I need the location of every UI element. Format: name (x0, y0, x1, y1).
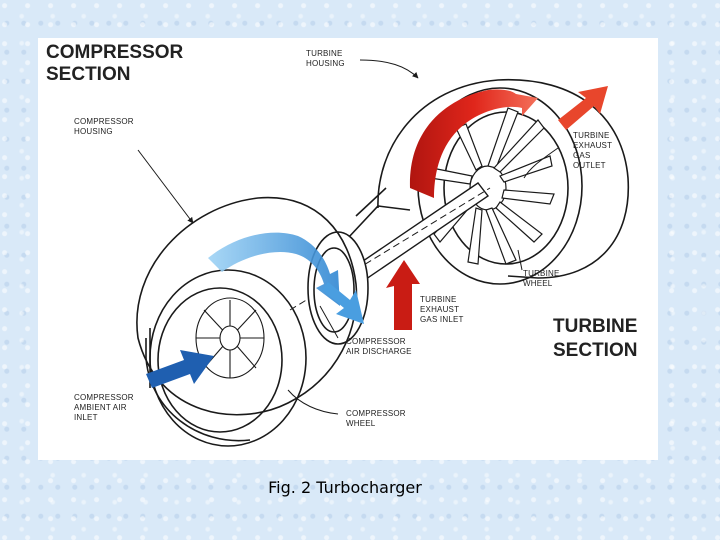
exhaust-flow-arrow (409, 89, 538, 198)
figure-caption: Fig. 2 Turbocharger (268, 478, 422, 497)
compressed-air-arrow (208, 232, 340, 306)
svg-text:GAS INLET: GAS INLET (420, 315, 464, 324)
svg-text:COMPRESSOR: COMPRESSOR (74, 117, 134, 126)
label-turbine-wheel: TURBINE WHEEL (523, 269, 560, 288)
label-turbine-housing: TURBINE HOUSING (306, 49, 345, 68)
svg-text:WHEEL: WHEEL (523, 279, 553, 288)
exhaust-outlet-arrow (558, 86, 608, 130)
svg-text:HOUSING: HOUSING (306, 59, 345, 68)
label-turbine-exhaust-gas-inlet: TURBINE EXHAUST GAS INLET (420, 295, 464, 324)
svg-text:SECTION: SECTION (46, 64, 130, 85)
svg-text:COMPRESSOR: COMPRESSOR (46, 42, 184, 63)
diagram-canvas: COMPRESSOR SECTION TURBINE SECTION TURBI… (46, 42, 637, 447)
compressor-housing (136, 196, 358, 447)
label-compressor-air-discharge: COMPRESSOR AIR DISCHARGE (346, 337, 412, 356)
svg-text:TURBINE: TURBINE (306, 49, 343, 58)
svg-text:INLET: INLET (74, 413, 98, 422)
svg-text:HOUSING: HOUSING (74, 127, 113, 136)
svg-text:TURBINE: TURBINE (553, 316, 637, 337)
section-title-turbine: TURBINE SECTION (553, 316, 637, 361)
label-turbine-exhaust-gas-outlet: TURBINE EXHAUST GAS OUTLET (573, 131, 612, 170)
svg-text:TURBINE: TURBINE (573, 131, 610, 140)
svg-text:COMPRESSOR: COMPRESSOR (74, 393, 134, 402)
turbine-wheel (429, 107, 555, 265)
leader-lines (137, 59, 559, 415)
label-compressor-housing: COMPRESSOR HOUSING (74, 117, 134, 136)
svg-text:AMBIENT AIR: AMBIENT AIR (74, 403, 127, 412)
svg-text:EXHAUST: EXHAUST (420, 305, 459, 314)
svg-text:COMPRESSOR: COMPRESSOR (346, 409, 406, 418)
svg-text:COMPRESSOR: COMPRESSOR (346, 337, 406, 346)
intake-air-arrow (146, 350, 214, 388)
exhaust-inlet-arrow (386, 260, 420, 330)
svg-text:EXHAUST: EXHAUST (573, 141, 612, 150)
svg-text:WHEEL: WHEEL (346, 419, 376, 428)
svg-text:GAS: GAS (573, 151, 591, 160)
compressor-wheel (195, 297, 265, 379)
section-title-compressor: COMPRESSOR SECTION (46, 42, 184, 85)
svg-text:AIR DISCHARGE: AIR DISCHARGE (346, 347, 412, 356)
air-discharge-arrow (322, 282, 364, 324)
svg-text:SECTION: SECTION (553, 340, 637, 361)
label-compressor-ambient-air-inlet: COMPRESSOR AMBIENT AIR INLET (74, 393, 134, 422)
turbocharger-diagram: COMPRESSOR SECTION TURBINE SECTION TURBI… (38, 38, 658, 460)
label-compressor-wheel: COMPRESSOR WHEEL (346, 409, 406, 428)
svg-text:OUTLET: OUTLET (573, 161, 606, 170)
svg-text:TURBINE: TURBINE (420, 295, 457, 304)
svg-text:TURBINE: TURBINE (523, 269, 560, 278)
